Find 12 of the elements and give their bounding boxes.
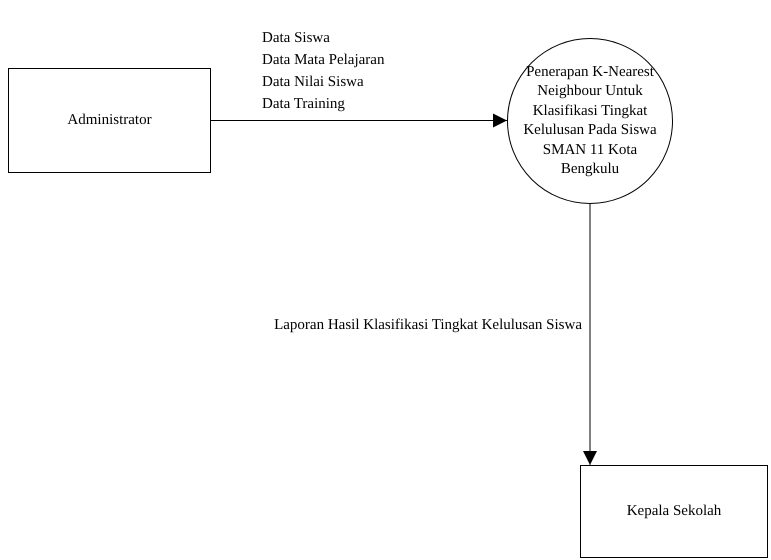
edge-label: Laporan Hasil Klasifikasi Tingkat Kelulusan Siswa: [274, 316, 582, 334]
entity-box: [8, 68, 211, 173]
entity-box: [580, 465, 768, 558]
node-text: Penerapan K-Nearest Neighbour Untuk Klasifikasi Tingkat Kelulusan Pada Siswa SMAN 11 Kota Bengkulu: [522, 62, 658, 179]
data-flow-label: Data Nilai Siswa: [262, 73, 364, 92]
node-text: Administrator: [67, 110, 152, 130]
data-flow-label: Data Mata Pelajaran: [262, 51, 384, 70]
arrow: [210, 114, 508, 128]
data-flow-label: Data Siswa: [262, 29, 330, 48]
data-flow-label: Data Training: [262, 95, 345, 114]
node-text: Kepala Sekolah: [626, 502, 722, 521]
arrow: [583, 204, 597, 466]
